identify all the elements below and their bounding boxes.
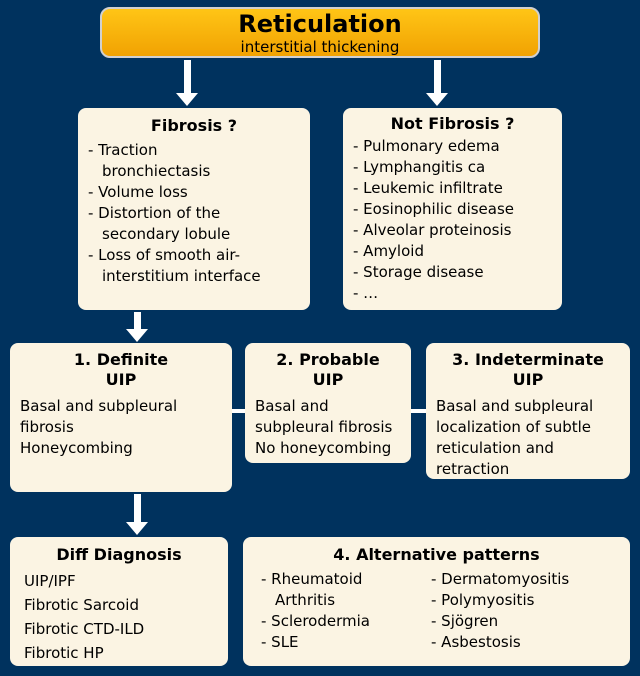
- probable-uip-box: 2. Probable UIP Basal and subpleural fib…: [245, 343, 411, 463]
- box-body-line: Basal and subpleural fibrosis: [20, 397, 178, 436]
- header-subtitle: interstitial thickening: [240, 38, 400, 56]
- definite-uip-box: 1. Definite UIP Basal and subpleural fib…: [10, 343, 232, 492]
- alternative-patterns-col2: - Dermatomyositis - Polymyositis - Sjögr…: [431, 569, 620, 653]
- header-box: Reticulation interstitial thickening: [100, 7, 540, 58]
- list-item: Fibrotic HP: [24, 644, 104, 662]
- arrow-down-icon: [126, 494, 148, 535]
- list-item: - Leukemic infiltrate: [353, 179, 503, 197]
- list-item: - Dermatomyositis: [431, 570, 570, 588]
- box-body-line: No honeycombing: [255, 439, 392, 457]
- list-item: - Alveolar proteinosis: [353, 221, 512, 239]
- list-item: - Amyloid: [353, 242, 424, 260]
- alternative-patterns-columns: - Rheumatoid Arthritis - Sclerodermia - …: [253, 569, 620, 653]
- connector-line: [411, 409, 426, 413]
- box-title-line: UIP: [312, 370, 344, 389]
- alternative-patterns-title: 4. Alternative patterns: [333, 545, 540, 564]
- list-item: - Polymyositis: [431, 591, 535, 609]
- list-item: - …: [353, 284, 379, 302]
- list-item: - Lymphangitis ca: [353, 158, 486, 176]
- fibrosis-box: Fibrosis ? - Traction bronchiectasis - V…: [78, 108, 310, 310]
- arrow-shaft: [433, 60, 441, 93]
- not-fibrosis-box: Not Fibrosis ? - Pulmonary edema - Lymph…: [343, 108, 562, 310]
- list-item: Fibrotic Sarcoid: [24, 596, 139, 614]
- arrow-shaft: [183, 60, 191, 93]
- list-item: - Sclerodermia: [261, 612, 370, 630]
- list-item: - SLE: [261, 633, 299, 651]
- diff-diagnosis-box: Diff Diagnosis UIP/IPF Fibrotic Sarcoid …: [10, 537, 228, 666]
- box-body-line: Basal and subpleural fibrosis: [255, 397, 393, 436]
- alternative-patterns-box: 4. Alternative patterns - Rheumatoid Art…: [243, 537, 630, 666]
- arrow-shaft: [133, 312, 141, 329]
- list-item: - Distortion of the secondary lobule: [88, 204, 231, 243]
- list-item: - Sjögren: [431, 612, 499, 630]
- probable-uip-title: 2. Probable UIP: [255, 350, 401, 390]
- arrow-down-icon: [126, 312, 148, 342]
- arrow-head: [126, 522, 148, 535]
- box-title-line: UIP: [105, 370, 137, 389]
- arrow-head: [126, 329, 148, 342]
- arrow-down-icon: [176, 60, 198, 106]
- box-title-line: UIP: [512, 370, 544, 389]
- arrow-head: [426, 93, 448, 106]
- box-body-line: Basal and subpleural localization of sub…: [436, 397, 594, 478]
- connector-line: [232, 409, 245, 413]
- box-body-line: Honeycombing: [20, 439, 133, 457]
- not-fibrosis-box-title: Not Fibrosis ?: [390, 114, 515, 133]
- arrow-shaft: [133, 494, 141, 522]
- arrow-head: [176, 93, 198, 106]
- indeterminate-uip-title: 3. Indeterminate UIP: [436, 350, 620, 390]
- fibrosis-box-title: Fibrosis ?: [150, 116, 238, 135]
- list-item: - Rheumatoid Arthritis: [261, 570, 363, 609]
- list-item: Fibrotic CTD-ILD: [24, 620, 145, 638]
- diff-diagnosis-title: Diff Diagnosis: [56, 545, 182, 564]
- indeterminate-uip-box: 3. Indeterminate UIP Basal and subpleura…: [426, 343, 630, 479]
- arrow-down-icon: [426, 60, 448, 106]
- box-title-line: 2. Probable: [276, 350, 380, 369]
- list-item: - Pulmonary edema: [353, 137, 500, 155]
- header-title: Reticulation: [238, 10, 402, 38]
- list-item: - Loss of smooth air-interstitium interf…: [88, 246, 261, 285]
- definite-uip-title: 1. Definite UIP: [20, 350, 222, 390]
- list-item: - Volume loss: [88, 183, 188, 201]
- box-title-line: 1. Definite: [73, 350, 169, 369]
- box-title-line: 3. Indeterminate: [452, 350, 604, 369]
- list-item: - Asbestosis: [431, 633, 521, 651]
- list-item: - Traction bronchiectasis: [88, 141, 211, 180]
- list-item: UIP/IPF: [24, 572, 76, 590]
- list-item: - Eosinophilic disease: [353, 200, 515, 218]
- alternative-patterns-col1: - Rheumatoid Arthritis - Sclerodermia - …: [261, 569, 401, 653]
- list-item: - Storage disease: [353, 263, 484, 281]
